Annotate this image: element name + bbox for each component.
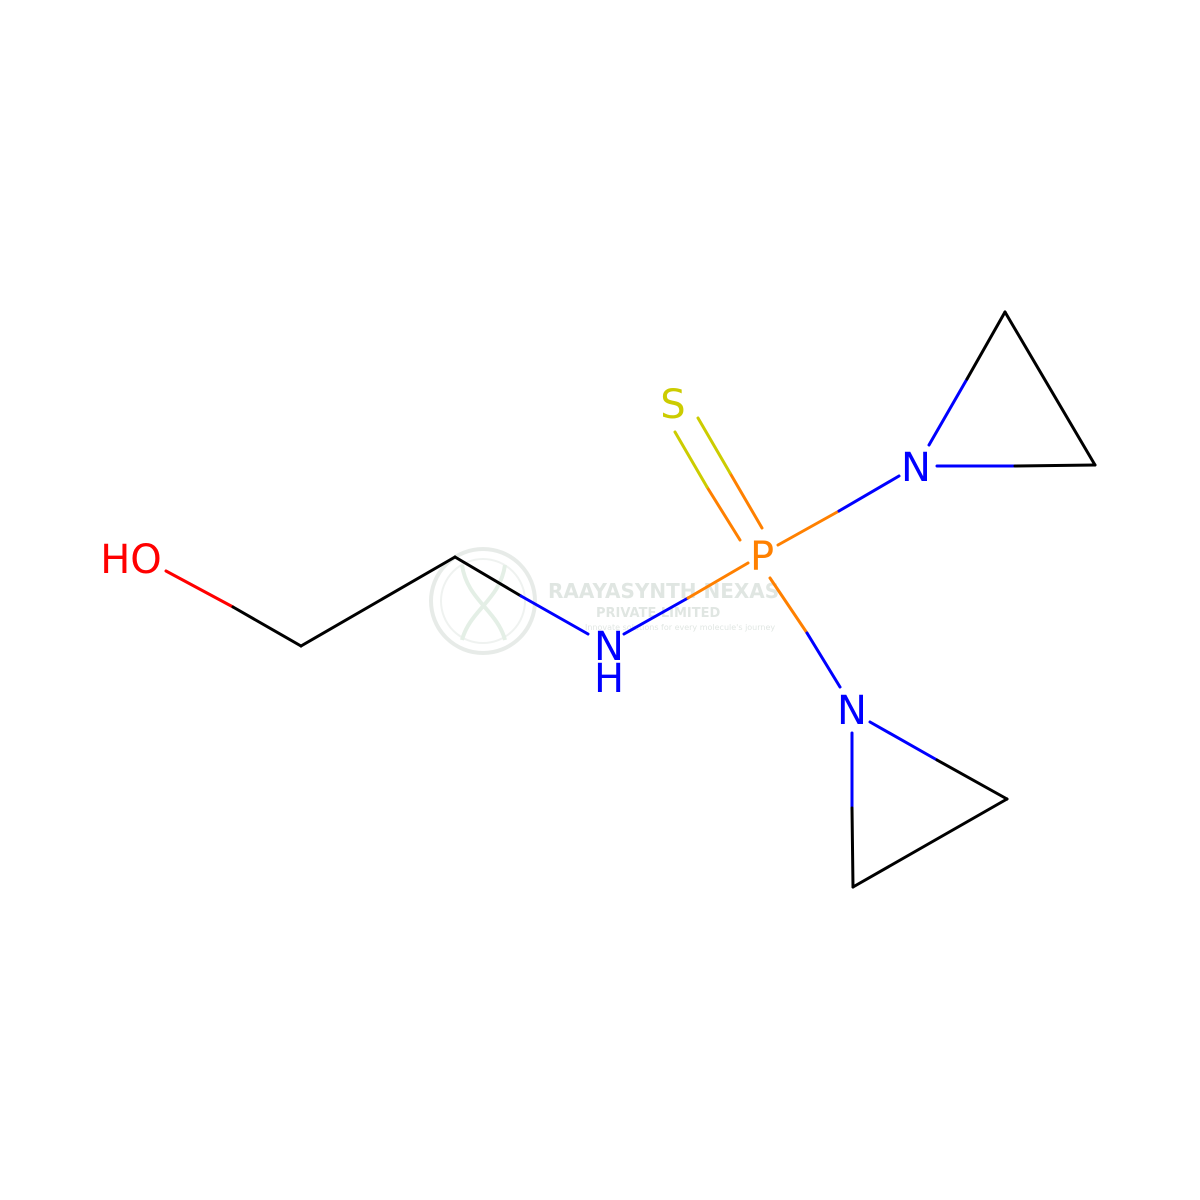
bond-p-s (696, 416, 732, 475)
bond-p-n (805, 631, 842, 689)
bond-o-c (164, 569, 235, 609)
atom-labels: HO N H P S N N (100, 382, 931, 734)
watermark: RAAYASYNTH NEXAS PRIVATE LIMITED Innovat… (429, 547, 779, 655)
bond-p-s (673, 430, 709, 489)
atom-phosphorus: P (750, 534, 774, 580)
bond-c-c-ring (851, 797, 1009, 889)
watermark-helix-icon (460, 564, 507, 641)
watermark-logo-circle (429, 547, 537, 655)
atom-amine-h: H (594, 656, 624, 702)
bond-n-c-ring (868, 720, 939, 762)
bond-p-s (728, 471, 764, 530)
bond-n-c-ring (965, 310, 1007, 381)
bond-n-c-ring (927, 377, 969, 447)
atom-aziridine-n-lower: N (837, 688, 867, 734)
bond-c-n (519, 594, 590, 636)
bonds (164, 310, 1097, 889)
bond-p-n (776, 509, 841, 547)
watermark-company: RAAYASYNTH NEXAS (548, 579, 779, 603)
bond-p-n (768, 576, 809, 635)
bond-c-n (453, 555, 523, 598)
atom-aziridine-n-upper: N (901, 445, 931, 491)
atom-sulfur: S (660, 382, 685, 428)
bond-c-c-ring (1003, 310, 1097, 467)
bond-p-s (705, 485, 742, 542)
bond-n-c-ring (850, 806, 855, 889)
watermark-tagline: Innovate solutions for every molecule's … (585, 623, 775, 632)
watermark-logo-inner (440, 558, 526, 644)
bond-o-c (231, 605, 303, 648)
bond-n-c-ring (935, 758, 1009, 801)
bond-n-p (622, 596, 690, 636)
bond-c-c (299, 555, 457, 648)
atom-amine-n: N (594, 624, 624, 670)
bond-p-n (837, 474, 901, 513)
bond-n-c-ring (1013, 463, 1097, 468)
atom-hydroxyl: HO (100, 537, 162, 583)
bond-n-p (686, 561, 750, 600)
